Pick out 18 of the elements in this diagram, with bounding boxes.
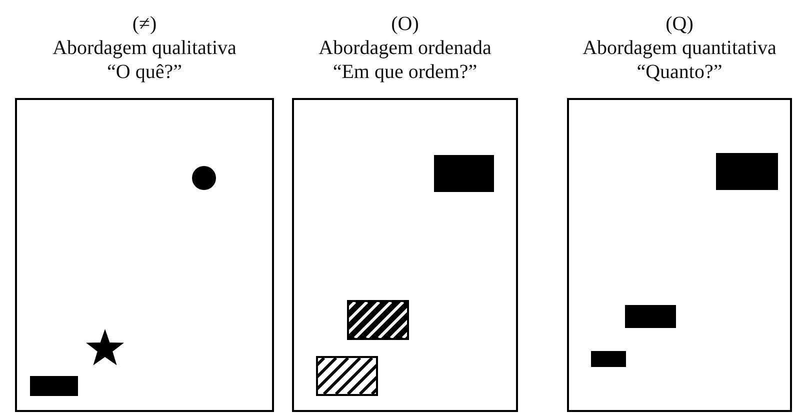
panel-title: Abordagem quantitativa [582,36,776,60]
panel-question: “Em que ordem?” [332,60,478,84]
star-shape [85,327,125,367]
filled-rectangle [716,153,778,190]
filled-rectangle [591,351,626,367]
filled-dot [192,166,216,190]
hatched-rectangle [347,300,409,340]
filled-rectangle [30,376,78,396]
panel-symbol: (Q) [666,12,694,36]
filled-rectangle [625,305,676,328]
panel-title: Abordagem ordenada [318,36,492,60]
panel-symbol: (O) [391,12,419,36]
panel-title: Abordagem qualitativa [52,36,236,60]
filled-rectangle [434,155,494,192]
panel-symbol: (≠) [132,12,157,36]
panel-question: “Quanto?” [636,60,722,84]
panel-question: “O quê?” [107,60,182,84]
hatched-rectangle [316,356,378,396]
